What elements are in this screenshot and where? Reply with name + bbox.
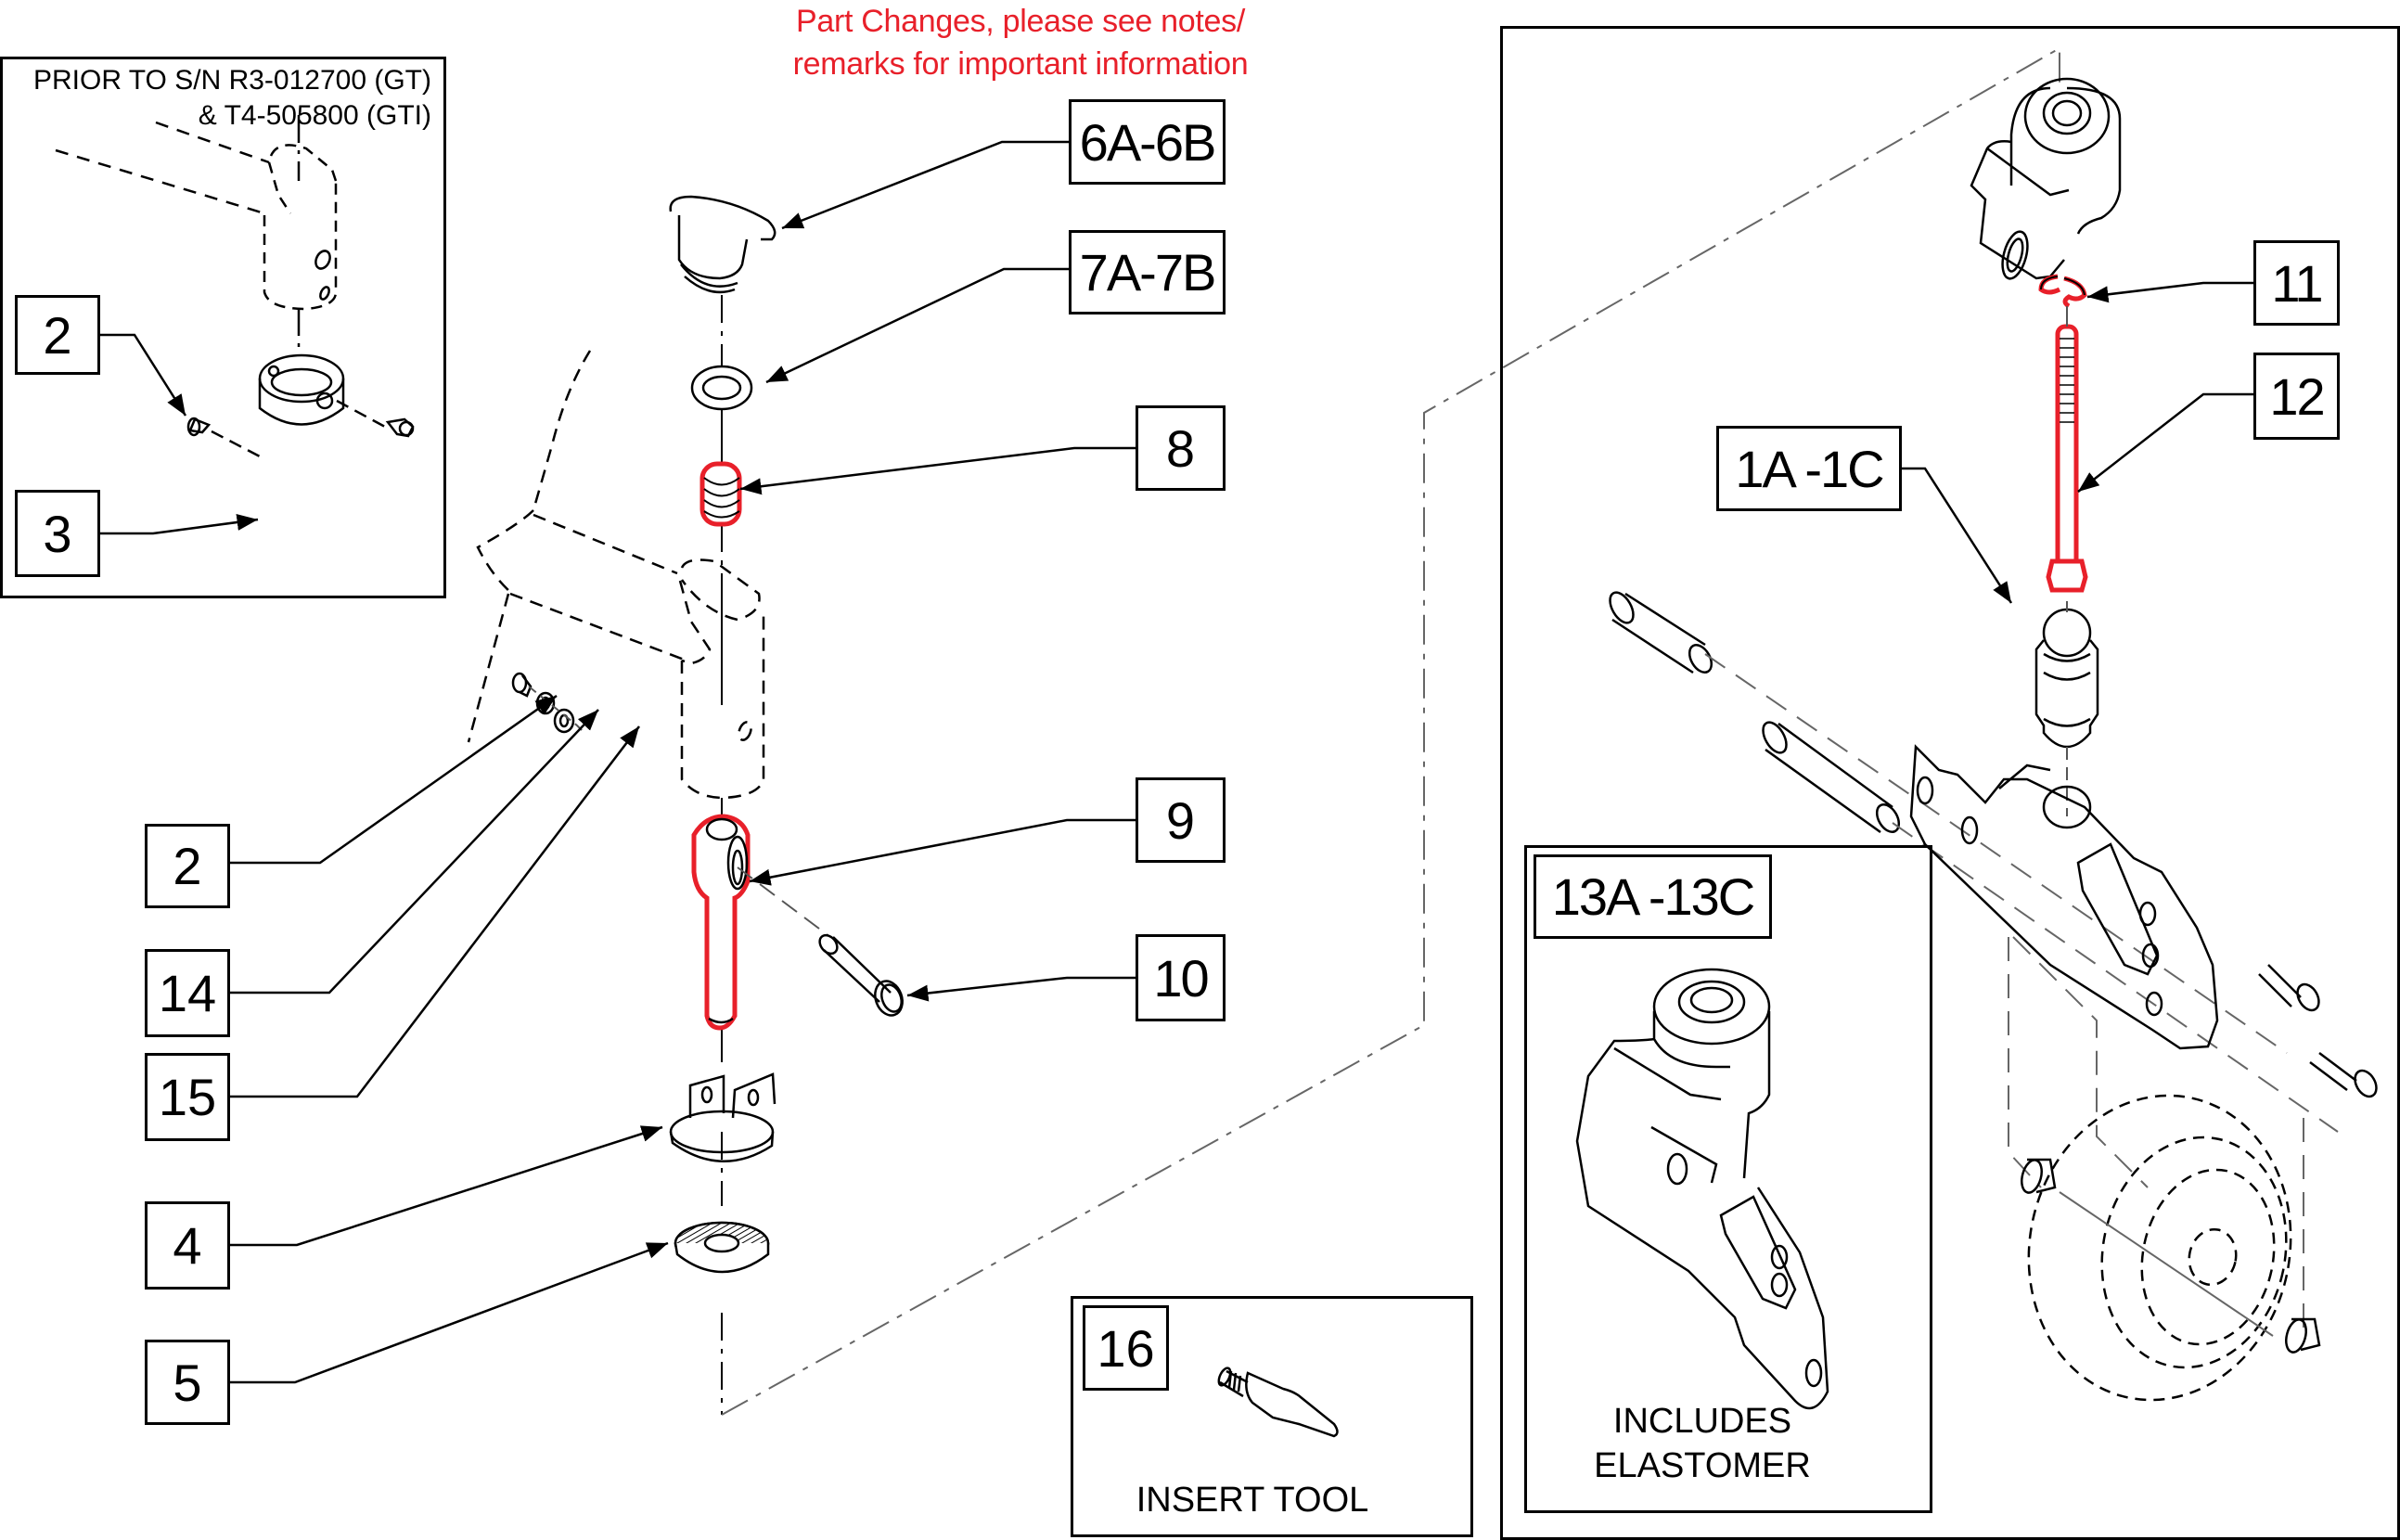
right-leaders (1901, 281, 2253, 604)
part-11-clip-highlighted (2038, 274, 2087, 309)
inset-prior-title: PRIOR TO S/N R3-012700 (GT) & T4-505800 … (19, 63, 431, 134)
part-wheel-bushings (2021, 1158, 2321, 1354)
part-tubes (1609, 591, 1901, 834)
caption-line-1: INCLUDES (1612, 1402, 1792, 1441)
wheel-outline (2027, 1094, 2292, 1402)
wheel-axle-line (2059, 1191, 2274, 1337)
notice-line-1: Part Changes, please see notes/ (795, 4, 1246, 39)
main-leaders (229, 140, 1136, 1384)
part-6-cap (669, 195, 776, 294)
insert-tool-drawing (1217, 1367, 1339, 1438)
callout-4[interactable]: 4 (145, 1201, 230, 1290)
callout-11[interactable]: 11 (2253, 240, 2340, 326)
part-4-bracket (669, 1072, 776, 1162)
part-changes-notice: Part Changes, please see notes/ remarks … (687, 0, 1354, 85)
inset-fork-drawing (1575, 968, 1829, 1410)
callout-16[interactable]: 16 (1083, 1305, 1169, 1391)
right-assembly-frame (1500, 26, 2400, 1540)
callout-15[interactable]: 15 (145, 1053, 230, 1141)
inset-prior-drawing (55, 115, 415, 458)
inset-title-line-1: PRIOR TO S/N R3-012700 (GT) (32, 65, 431, 96)
callout-9[interactable]: 9 (1136, 777, 1226, 863)
inset-tool-frame (1071, 1296, 1473, 1537)
callout-2[interactable]: 2 (145, 824, 230, 908)
caption-line-2: ELASTOMER (1594, 1446, 1811, 1485)
part-axle-screws (2258, 964, 2378, 1098)
callout-5[interactable]: 5 (145, 1340, 230, 1425)
part-lower-fork (1909, 744, 2219, 1050)
part-9-pivot-highlighted (691, 814, 751, 1031)
insert-tool-caption: INSERT TOOL (1136, 1481, 1369, 1520)
part-upper-fork-housing (1970, 77, 2122, 280)
frame-outline (467, 350, 765, 800)
inset-fork-frame (1524, 845, 1932, 1513)
callout-14[interactable]: 14 (145, 949, 230, 1037)
notice-line-2: remarks for important information (792, 46, 1249, 82)
inset-fork-caption: INCLUDES ELASTOMER (1531, 1399, 1874, 1488)
callout-6a-6b[interactable]: 6A-6B (1069, 99, 1226, 185)
inset-leaders (99, 333, 259, 535)
callout-1a-1c[interactable]: 1A -1C (1716, 426, 1902, 511)
callout-12[interactable]: 12 (2253, 353, 2340, 440)
callout-7a-7b[interactable]: 7A-7B (1069, 230, 1226, 314)
axle-line-2 (1892, 822, 2339, 1133)
part-7-oring (690, 365, 753, 411)
part-10-pin (737, 866, 904, 1017)
callout-inset-2[interactable]: 2 (15, 295, 100, 375)
part-8-spacer-highlighted (699, 461, 742, 527)
inset-title-line-2: & T4-505800 (GTI) (198, 100, 431, 131)
callout-13a-13c[interactable]: 13A -13C (1534, 854, 1772, 939)
axle-line-1 (1704, 653, 2288, 1054)
wheel-guide-lines (2008, 936, 2304, 1336)
part-5-washer (674, 1221, 770, 1274)
assembly-connector (721, 46, 2060, 1416)
callout-10[interactable]: 10 (1136, 934, 1226, 1021)
callout-8[interactable]: 8 (1136, 405, 1226, 491)
inset-prior-frame (0, 57, 446, 598)
callout-inset-3[interactable]: 3 (15, 490, 100, 577)
